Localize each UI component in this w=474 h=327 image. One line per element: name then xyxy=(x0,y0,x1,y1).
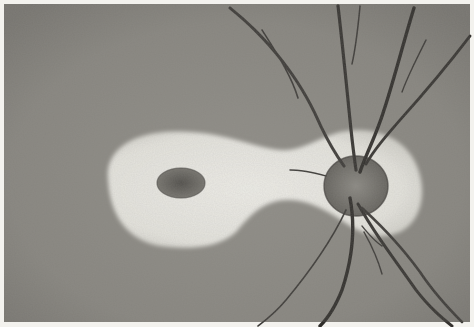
film-grain xyxy=(4,4,470,322)
